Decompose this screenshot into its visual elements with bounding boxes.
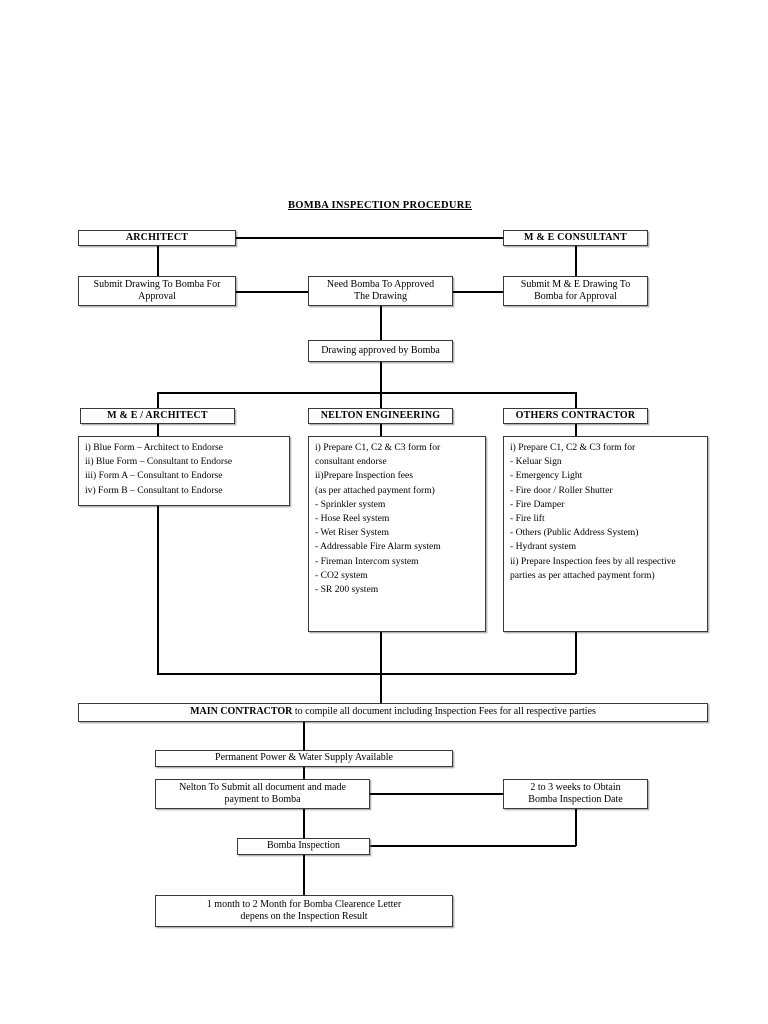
node-permanent-power: Permanent Power & Water Supply Available (155, 750, 453, 767)
list-item: (as per attached payment form) (315, 484, 435, 496)
node-me-architect-header-label: M & E / ARCHITECT (107, 409, 208, 421)
connector-inspection-to-clearance (303, 855, 305, 896)
node-bomba-inspection-label: Bomba Inspection (266, 840, 341, 852)
node-main-contractor-rest: to compile all document including Inspec… (292, 706, 596, 718)
node-architect-label: ARCHITECT (125, 231, 189, 243)
connector-others-down (575, 632, 577, 674)
connector-left-merge-rail (157, 673, 381, 675)
node-submit-me-drawing: Submit M & E Drawing To Bomba for Approv… (503, 276, 648, 306)
node-need-bomba-line1: Need Bomba To Approved (326, 278, 435, 290)
list-item: - Others (Public Address System) (510, 527, 639, 539)
node-submit-me-drawing-line2: Bomba for Approval (534, 291, 617, 302)
node-others-details: i) Prepare C1, C2 & C3 form for - Keluar… (503, 436, 708, 632)
node-nelton-header-label: NELTON ENGINEERING (320, 409, 441, 421)
node-need-bomba-approve: Need Bomba To Approved The Drawing (308, 276, 453, 306)
connector-need-to-approved (380, 306, 382, 340)
list-item: - Addressable Fire Alarm system (315, 541, 441, 553)
node-submit-drawing-line2: Approval (138, 291, 176, 302)
node-others-header: OTHERS CONTRACTOR (503, 408, 648, 424)
node-need-bomba-line2: The Drawing (353, 291, 408, 302)
list-item: - Keluar Sign (510, 456, 562, 468)
connector-nelton-submit-down (303, 809, 305, 838)
connector-me-architect-down (157, 506, 159, 674)
list-item: i) Prepare C1, C2 & C3 form for (510, 442, 636, 453)
list-item: iv) Form B – Consultant to Endorse (85, 484, 223, 496)
node-weeks-line1: 2 to 3 weeks to Obtain (530, 781, 621, 793)
connector-approved-down (380, 362, 382, 393)
list-item: parties as per attached payment form) (510, 569, 655, 581)
node-nelton-submit-label: Nelton To Submit all document and made p… (156, 782, 369, 807)
connector-architect-to-consultant (236, 237, 503, 239)
node-architect: ARCHITECT (78, 230, 236, 246)
node-clearance-line1: 1 month to 2 Month for Bomba Clearence L… (206, 898, 402, 910)
node-main-contractor-strong: MAIN CONTRACTOR (190, 706, 293, 718)
list-item: consultant endorse (315, 456, 387, 468)
node-weeks-to-obtain-date: 2 to 3 weeks to Obtain Bomba Inspection … (503, 779, 648, 809)
list-item: ii) Blue Form – Consultant to Endorse (85, 456, 233, 468)
node-main-contractor: MAIN CONTRACTOR to compile all document … (78, 703, 708, 722)
list-item: - Emergency Light (510, 470, 583, 482)
connector-right-merge-rail (380, 673, 576, 675)
connector-need-to-me-submit (453, 291, 503, 293)
list-item: - Hydrant system (510, 541, 577, 553)
connector-architect-down (157, 246, 159, 276)
node-permanent-power-label: Permanent Power & Water Supply Available (215, 752, 393, 764)
node-nelton-submit: Nelton To Submit all document and made p… (155, 779, 370, 809)
connector-weeks-to-inspection (370, 845, 576, 847)
list-item: - Fire Damper (510, 498, 565, 510)
node-weeks-line2: Bomba Inspection Date (528, 794, 623, 805)
connector-nelton-header-down (380, 424, 382, 436)
node-others-header-label: OTHERS CONTRACTOR (515, 409, 636, 421)
connector-others-header-down (575, 424, 577, 436)
list-item: - Fire lift (510, 513, 545, 525)
list-item: iii) Form A – Consultant to Endorse (85, 470, 223, 482)
node-submit-me-drawing-label: Submit M & E Drawing To Bomba for Approv… (504, 279, 647, 304)
connector-rail-to-me-architect (157, 392, 159, 409)
node-submit-me-drawing-line1: Submit M & E Drawing To (520, 278, 631, 290)
node-me-consultant-label: M & E CONSULTANT (524, 231, 627, 243)
connector-weeks-down (575, 809, 577, 846)
node-clearance-line2: depens on the Inspection Result (240, 911, 368, 922)
page-title: BOMBA INSPECTION PROCEDURE (288, 200, 472, 211)
connector-main-to-power (303, 722, 305, 751)
list-item: - CO2 system (315, 569, 368, 581)
connector-distribution-rail (157, 392, 576, 394)
node-need-bomba-approve-label: Need Bomba To Approved The Drawing (309, 279, 452, 304)
node-nelton-details: i) Prepare C1, C2 & C3 form for consulta… (308, 436, 486, 632)
node-drawing-approved-label: Drawing approved by Bomba (321, 344, 440, 356)
list-item: - SR 200 system (315, 584, 379, 596)
node-nelton-header: NELTON ENGINEERING (308, 408, 453, 424)
connector-me-architect-header-down (157, 424, 159, 436)
node-nelton-submit-line1: Nelton To Submit all document and made (179, 781, 346, 793)
list-item: - Wet Riser System (315, 527, 389, 539)
node-me-consultant: M & E CONSULTANT (503, 230, 648, 246)
connector-nelton-submit-to-weeks (370, 793, 503, 795)
node-drawing-approved: Drawing approved by Bomba (308, 340, 453, 362)
node-submit-drawing-line1: Submit Drawing To Bomba For (93, 278, 221, 290)
connector-rail-to-others (575, 392, 577, 409)
list-item: - Fire door / Roller Shutter (510, 484, 613, 496)
node-clearance-letter: 1 month to 2 Month for Bomba Clearence L… (155, 895, 453, 927)
list-item: i) Blue Form – Architect to Endorse (85, 442, 224, 453)
connector-consultant-down (575, 246, 577, 276)
list-item: i) Prepare C1, C2 & C3 form for (315, 442, 441, 453)
node-weeks-to-obtain-date-label: 2 to 3 weeks to Obtain Bomba Inspection … (504, 782, 647, 807)
node-me-architect-details: i) Blue Form – Architect to Endorse ii) … (78, 436, 290, 506)
list-item: ii) Prepare Inspection fees by all respe… (510, 555, 676, 567)
connector-rail-to-nelton (380, 392, 382, 409)
node-clearance-letter-label: 1 month to 2 Month for Bomba Clearence L… (156, 899, 452, 924)
list-item: ii)Prepare Inspection fees (315, 470, 414, 482)
list-item: - Hose Reel system (315, 513, 390, 525)
connector-power-to-nelton-submit (303, 767, 305, 780)
node-main-contractor-label: MAIN CONTRACTOR to compile all document … (79, 706, 707, 719)
list-item: - Fireman Intercom system (315, 555, 419, 567)
connector-submit-to-need (236, 291, 308, 293)
node-nelton-submit-line2: payment to Bomba (224, 794, 301, 805)
node-submit-drawing-label: Submit Drawing To Bomba For Approval (79, 279, 235, 304)
node-submit-drawing: Submit Drawing To Bomba For Approval (78, 276, 236, 306)
node-bomba-inspection: Bomba Inspection (237, 838, 370, 855)
connector-nelton-down-to-main (380, 632, 382, 704)
list-item: - Sprinkler system (315, 498, 386, 510)
node-me-architect-header: M & E / ARCHITECT (80, 408, 235, 424)
